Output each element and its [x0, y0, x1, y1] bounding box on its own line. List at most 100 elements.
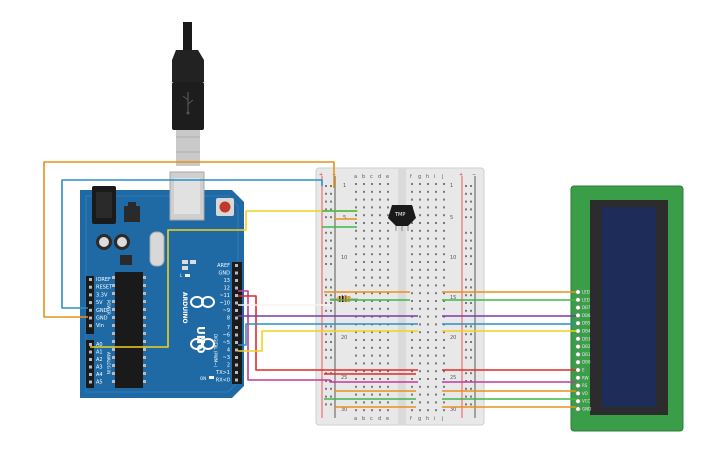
svg-text:e: e — [386, 174, 389, 180]
digital-pin-label: RX<0 — [216, 378, 230, 384]
lcd-pin-label: DB4 — [582, 329, 591, 334]
reset-button[interactable] — [216, 198, 234, 216]
wire-orange-gnd — [43, 161, 335, 318]
power-pin-label: GND — [96, 316, 108, 322]
temperature-sensor[interactable]: TMP — [388, 205, 416, 231]
arduino-logo — [190, 296, 215, 350]
digital-pin-label: 4 — [227, 348, 230, 354]
wire-yellow-pin3 — [238, 330, 418, 352]
svg-text:20: 20 — [450, 335, 456, 341]
digital-pin-label: ~9 — [223, 308, 230, 314]
lcd-pin-label: E — [582, 368, 585, 373]
wire-blue-pin4 — [238, 323, 418, 346]
svg-text:e: e — [386, 416, 389, 422]
digital-group-label: DIGITAL (PWM~) — [213, 334, 218, 368]
digital-pin-label: ~6 — [223, 333, 230, 339]
svg-text:20: 20 — [341, 335, 347, 341]
svg-text:a: a — [354, 416, 357, 422]
lcd-pin-label: LED — [582, 290, 590, 295]
digital-pin-label: 2 — [227, 363, 230, 369]
svg-text:ON: ON — [200, 376, 206, 381]
lcd-screen — [602, 207, 656, 407]
power-pin-label: GND — [96, 308, 108, 314]
digital-pin-label: ~3 — [223, 355, 230, 361]
lcd-pin-label: DB3 — [582, 336, 591, 341]
svg-text:i: i — [434, 174, 435, 180]
svg-text:c: c — [370, 416, 373, 422]
analog-group-label: ANALOG IN — [106, 352, 111, 374]
svg-text:10: 10 — [341, 255, 347, 261]
digital-pin-label: 7 — [227, 325, 230, 331]
svg-text:f: f — [410, 174, 412, 180]
digital-pin-label: ~10 — [219, 301, 230, 307]
lcd-pin-header: LEDLEDDB7DB6DB5DB4DB3DB2DB1DB0ERWRSVOVCC… — [575, 289, 591, 412]
board-leds: L ON — [180, 273, 214, 381]
digital-pin-label: ~5 — [223, 340, 230, 346]
lcd-pin-label: DB1 — [582, 352, 591, 357]
lcd-pin-label: DB5 — [582, 321, 591, 326]
lcd-pin-label: VCC — [582, 399, 591, 404]
lcd-pin-label: GND — [582, 407, 591, 412]
svg-text:L: L — [180, 273, 183, 278]
digital-pin-label: 8 — [227, 316, 230, 322]
brand-text: ARDUINO — [181, 292, 188, 323]
analog-pin-label: A3 — [96, 365, 103, 371]
lcd-pin-label: RS — [582, 383, 588, 388]
arduino-board[interactable]: ARDUINO UNO POWER ANALOG IN DIGITAL (PWM… — [80, 171, 244, 398]
breadboard-holes — [325, 183, 472, 412]
digital-pin-label: AREF — [217, 263, 230, 269]
wires[interactable] — [43, 161, 576, 408]
svg-text:15: 15 — [450, 295, 456, 301]
svg-text:30: 30 — [341, 407, 347, 413]
svg-text:1: 1 — [343, 183, 346, 189]
svg-text:j: j — [441, 416, 443, 422]
power-group-label: POWER — [106, 300, 111, 315]
svg-text:d: d — [378, 174, 381, 180]
rail-plus-label: + — [459, 172, 463, 178]
svg-text:25: 25 — [450, 375, 456, 381]
column-letters: a b c d e f g h i j a b c d e f g h i j — [354, 174, 443, 422]
usb-cable[interactable] — [172, 22, 204, 166]
svg-text:f: f — [410, 416, 412, 422]
svg-text:25: 25 — [341, 375, 347, 381]
wire-red-pin11 — [238, 295, 418, 371]
power-pin-label: 3.3V — [96, 292, 108, 298]
svg-text:h: h — [426, 416, 429, 422]
microcontroller-chip — [112, 272, 146, 388]
analog-header — [86, 340, 94, 388]
svg-text:d: d — [378, 416, 381, 422]
breadboard[interactable]: + − + − a b c d e f g h i j a b c d e f … — [315, 167, 485, 426]
svg-text:c: c — [370, 174, 373, 180]
wire-yellow-a0 — [90, 210, 358, 348]
rail-minus-label: − — [472, 172, 476, 178]
power-pin-label: 5V — [96, 300, 103, 306]
svg-text:b: b — [362, 174, 365, 180]
digital-pin-label: 12 — [224, 286, 230, 292]
digital-pin-label: ~11 — [219, 293, 230, 299]
model-text: UNO — [194, 326, 207, 354]
svg-text:1: 1 — [450, 183, 453, 189]
lcd-pin-label: DB6 — [582, 313, 591, 318]
svg-text:b: b — [362, 416, 365, 422]
svg-text:30: 30 — [450, 407, 456, 413]
analog-pin-label: A2 — [96, 357, 103, 363]
svg-text:h: h — [426, 174, 429, 180]
svg-text:5: 5 — [450, 215, 453, 221]
rail-plus-label: + — [319, 172, 323, 178]
wire-magenta-pin12 — [238, 290, 418, 383]
svg-text:j: j — [441, 174, 443, 180]
analog-pin-label: A1 — [96, 350, 103, 356]
digital-pin-label: GND — [219, 271, 231, 277]
svg-text:10: 10 — [450, 255, 456, 261]
lcd-pin-label: LED — [582, 297, 590, 302]
analog-pin-label: A4 — [96, 372, 103, 378]
lcd-module[interactable]: LEDLEDDB7DB6DB5DB4DB3DB2DB1DB0ERWRSVOVCC… — [570, 185, 684, 432]
lcd-pin-label: VO — [582, 391, 588, 396]
svg-text:5: 5 — [343, 215, 346, 221]
digital-header — [232, 262, 242, 384]
power-pin-label: Vin — [96, 323, 104, 329]
power-pin-label: RESET — [96, 285, 113, 291]
power-header — [86, 276, 94, 334]
analog-pin-label: A5 — [96, 380, 103, 386]
